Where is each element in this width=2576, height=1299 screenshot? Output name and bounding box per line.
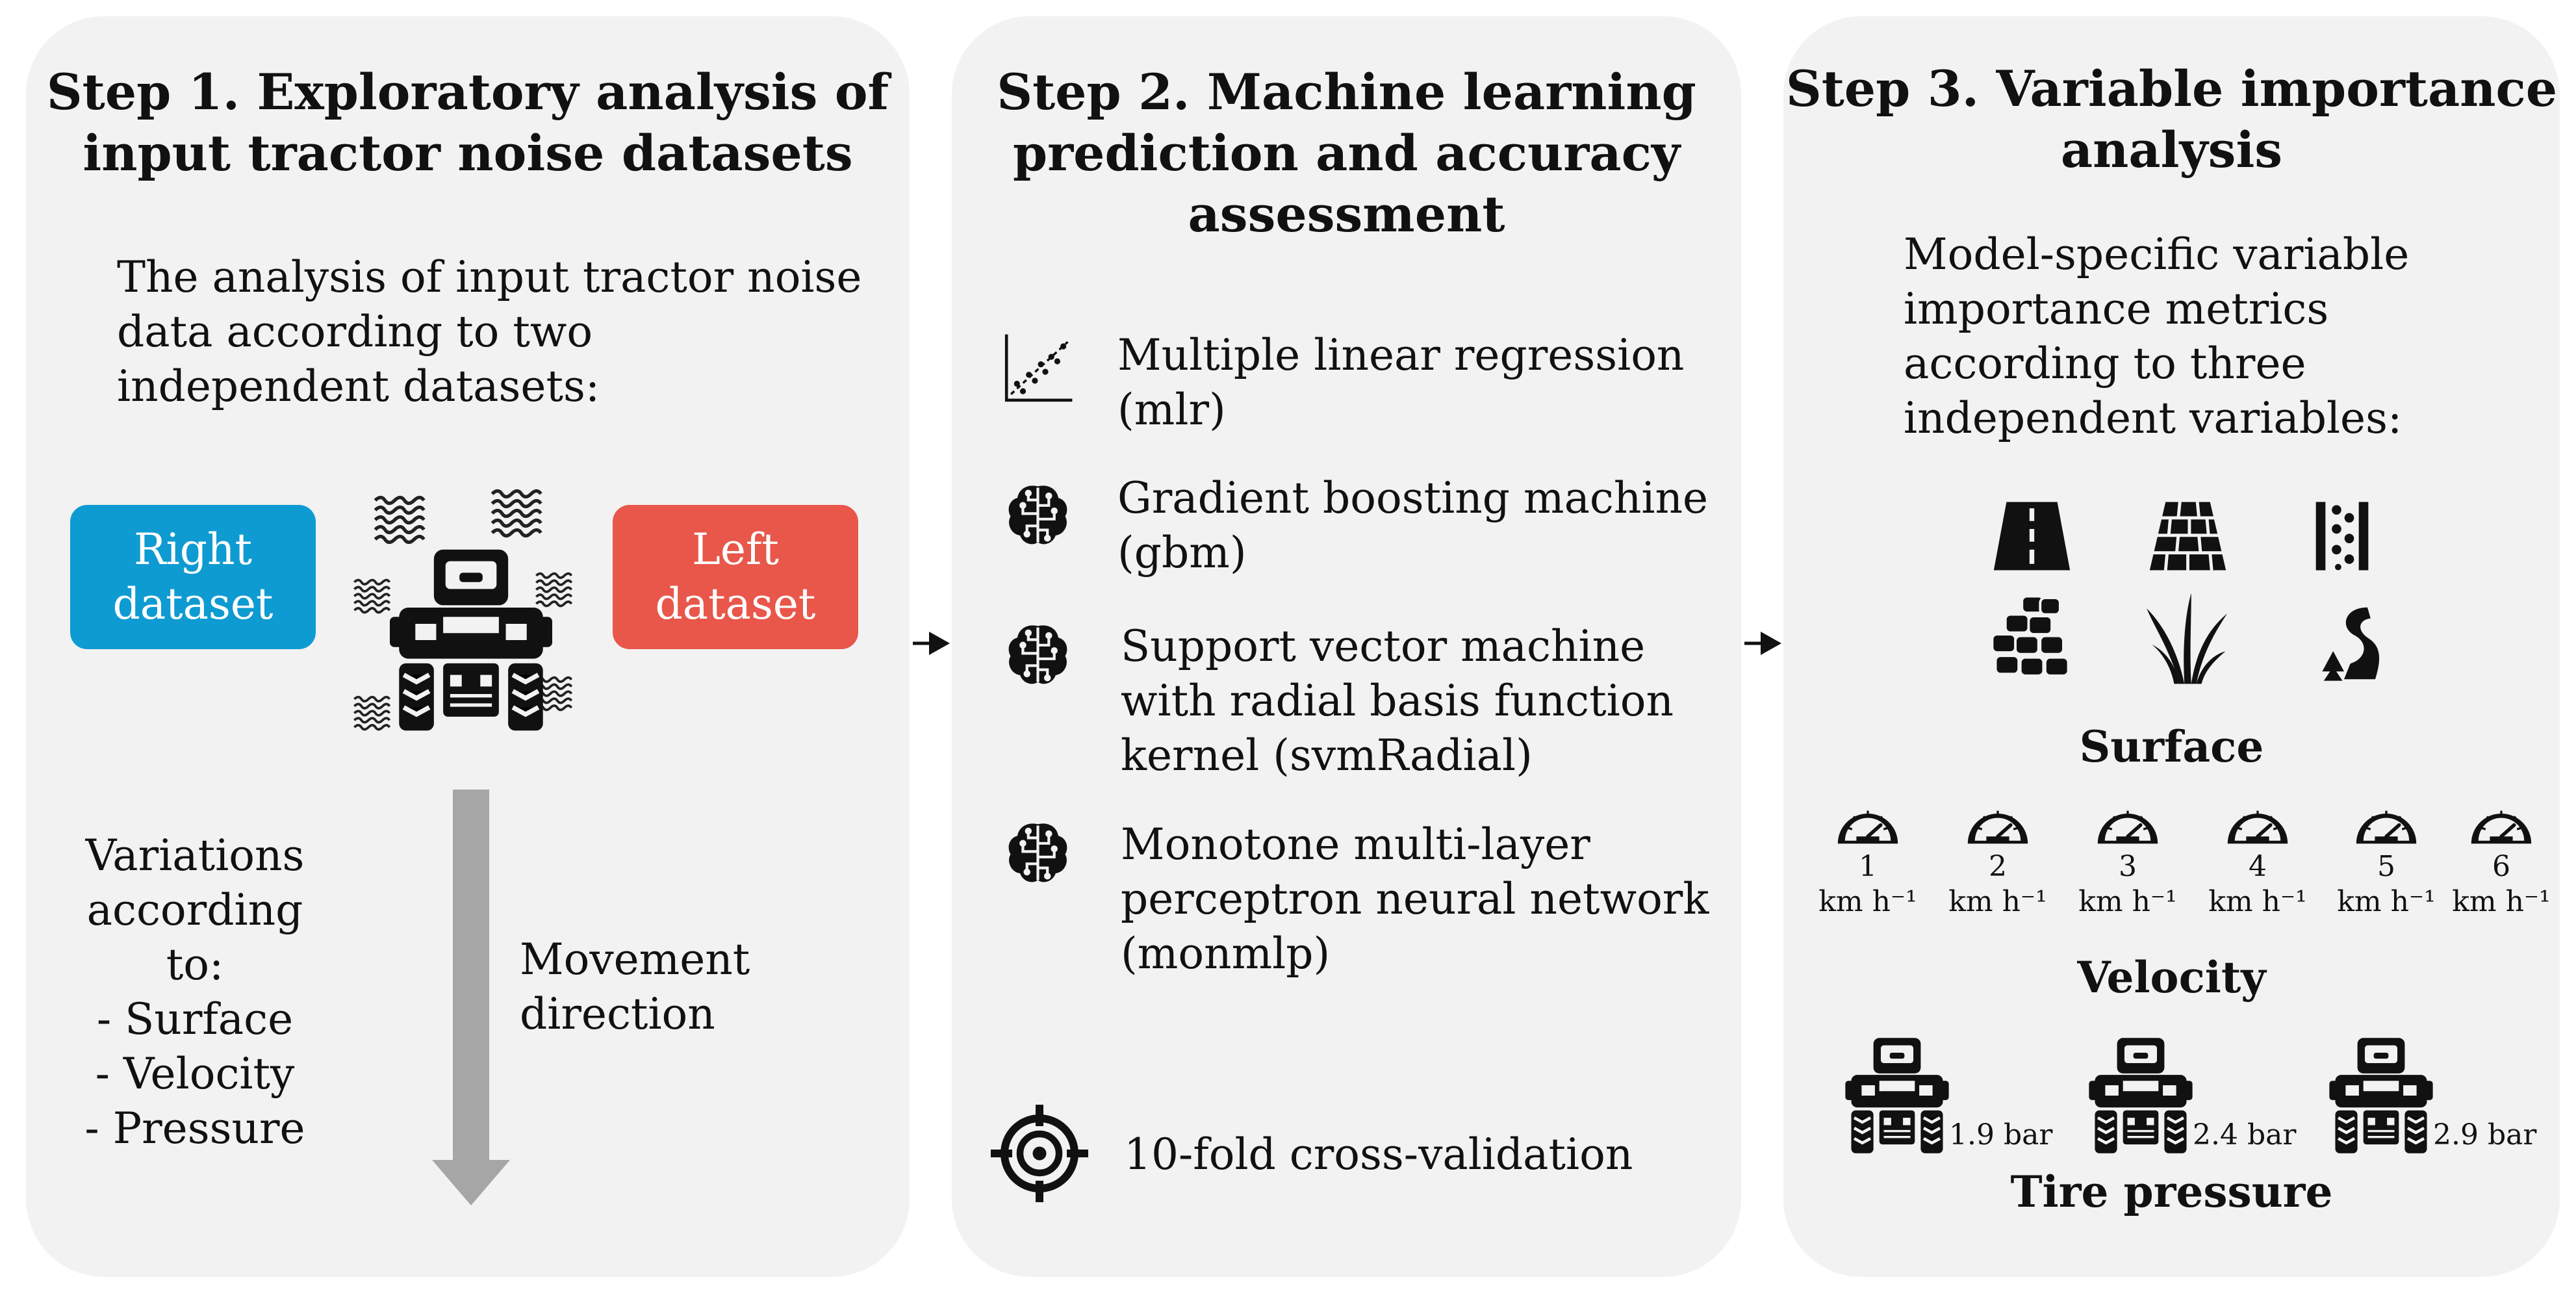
speedometer-icon (1832, 799, 1904, 849)
asphalt-road-icon (1993, 502, 2071, 571)
speedometer-icon (2351, 799, 2422, 849)
brain-circuit-icon (1004, 481, 1072, 549)
pressure-label: 1.9 bar (1949, 1118, 2053, 1151)
model-monmlp-label: Monotone multi-layer perceptron neural n… (1121, 819, 1709, 979)
velocity-item: 5 km h⁻¹ (2334, 799, 2438, 920)
speedometer-icon (2466, 799, 2537, 849)
paving-stones-icon (2149, 502, 2226, 571)
right-dataset-box: Right dataset (70, 505, 316, 649)
tire-pressure-label: Tire pressure (2010, 1166, 2333, 1217)
noise-wave-icon (376, 498, 424, 543)
cobblestone-icon (1991, 595, 2070, 677)
scatter-plot-icon (1004, 334, 1073, 402)
variation-item: - Surface (96, 994, 294, 1044)
velocity-item: 6 km h⁻¹ (2449, 799, 2553, 920)
speedometer-icon (2222, 799, 2293, 849)
step3-title: Step 3. Variable importance analysis (1785, 60, 2558, 179)
step3-description: Model-specific variable importance metri… (1904, 229, 2410, 443)
step2-panel: Step 2. Machine learning prediction and … (952, 16, 1741, 1277)
tractor-icon (2089, 1036, 2193, 1155)
movement-direction-arrow (432, 790, 510, 1205)
pressure-label: 2.4 bar (2193, 1118, 2297, 1151)
step3-panel: Step 3. Variable importance analysis Mod… (1783, 16, 2560, 1277)
noise-wave-icon (535, 572, 573, 608)
step2-title: Step 2. Machine learning prediction and … (997, 63, 1696, 243)
model-mlr-label: Multiple linear regression (mlr) (1117, 330, 1685, 435)
model-gbm-label: Gradient boosting machine (gbm) (1117, 473, 1709, 578)
noise-wave-icon (492, 491, 541, 536)
brain-circuit-icon (1004, 819, 1072, 887)
speedometer-icon (2092, 799, 2163, 849)
left-dataset-box: Left dataset (613, 505, 858, 649)
noise-wave-icon (353, 695, 391, 731)
variation-item: - Pressure (84, 1103, 305, 1153)
surface-label: Surface (2079, 721, 2264, 772)
grass-icon (2147, 593, 2228, 684)
step1-description: The analysis of input tractor noise data… (117, 252, 862, 411)
brain-circuit-icon (1004, 621, 1072, 689)
noise-wave-icon (353, 578, 391, 614)
tractor-icon (2329, 1036, 2433, 1155)
target-icon (991, 1105, 1088, 1202)
step1-panel: Step 1. Exploratory analysis of input tr… (26, 16, 910, 1277)
velocity-item: 3 km h⁻¹ (2076, 799, 2180, 920)
velocity-item: 4 km h⁻¹ (2206, 799, 2310, 920)
variations-list: Variations according to: - Surface - Vel… (65, 829, 325, 1156)
tractor-icon (390, 550, 552, 731)
flow-arrow-1 (913, 632, 950, 655)
model-svm-label: Support vector machine with radial basis… (1121, 621, 1674, 780)
movement-direction-label: Movement direction (520, 934, 750, 1039)
pressure-label: 2.9 bar (2433, 1118, 2537, 1151)
velocity-row: 1 km h⁻¹ 2 km h⁻¹ 3 km h⁻¹ 4 km h⁻¹ 5 km… (1783, 799, 2560, 955)
variation-item: - Velocity (95, 1049, 295, 1099)
speedometer-icon (1962, 799, 2034, 849)
velocity-item: 2 km h⁻¹ (1946, 799, 2050, 920)
tractor-noise-illustration (353, 478, 573, 764)
flow-arrow-2 (1744, 632, 1781, 655)
forest-path-icon (2322, 607, 2380, 681)
velocity-item: 1 km h⁻¹ (1816, 799, 1920, 920)
cross-validation-label: 10-fold cross-validation (1124, 1129, 1633, 1179)
step1-title: Step 1. Exploratory analysis of input tr… (46, 63, 889, 182)
velocity-label: Velocity (2077, 952, 2266, 1003)
tractor-icon (1845, 1036, 1949, 1155)
gravel-path-icon (2315, 502, 2369, 571)
